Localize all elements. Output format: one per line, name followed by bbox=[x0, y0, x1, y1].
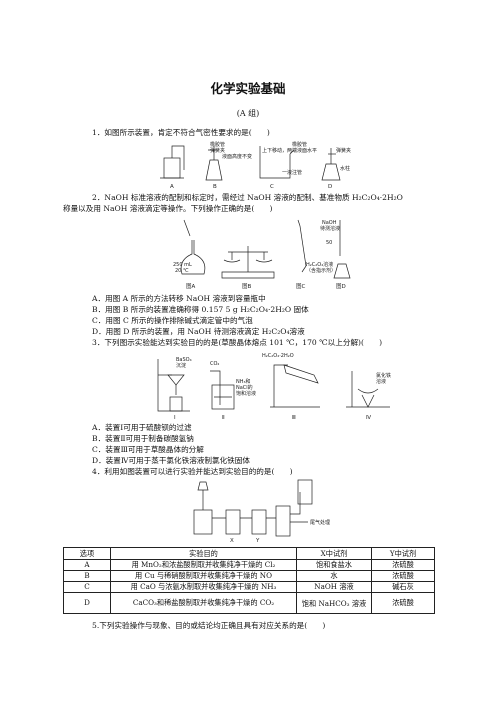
q1-note-7: 弹簧夹 bbox=[336, 147, 351, 154]
table-header-row: 选项 实验目的 X中试剂 Y中试剂 bbox=[63, 547, 435, 560]
table-cell: C bbox=[63, 581, 111, 593]
q3-figure: BaSO₄ 沉淀 CO₂ NH₃和 NaCl的 饱和溶液 H₂C₂O₄·2H₂O… bbox=[157, 353, 391, 421]
table-cell: 饱和食盐水 bbox=[296, 559, 372, 571]
table-row: A 用 MnO₂和浓盐酸制取并收集纯净干燥的 Cl₂ 饱和食盐水 浓硫酸 bbox=[63, 559, 435, 571]
q3-label-1: Ⅰ bbox=[174, 415, 176, 421]
table-cell: 碱石灰 bbox=[371, 581, 435, 593]
q1-note-5: 橡胶管 bbox=[292, 141, 307, 148]
q1-figure: 橡胶管 弹簧夹 液面高度不变 上下移动，两端液面水平 橡胶管 一液注管 弹簧夹 … bbox=[160, 141, 351, 190]
q3-label-2: Ⅱ bbox=[222, 415, 225, 421]
q3-stem: 3．下列图示实验能达到实验目的的是(草酸晶体熔点 101 ℃，170 ℃以上分解… bbox=[92, 338, 383, 347]
table-cell: 浓硫酸 bbox=[371, 570, 435, 582]
q2-note-7: 50 bbox=[326, 240, 332, 246]
q2-stem-1: 2．NaOH 标准溶液的配制和标定时，需经过 NaOH 溶液的配制、基准物质 H… bbox=[92, 193, 403, 202]
q1-note-2: 弹簧夹 bbox=[210, 147, 225, 154]
table-header-cell: Y中试剂 bbox=[371, 547, 435, 560]
q2-option-c: C．用图 C 所示的操作排除碱式滴定管中的气泡 bbox=[92, 316, 253, 325]
q2-option-a: A．用图 A 所示的方法转移 NaOH 溶液到容量瓶中 bbox=[92, 294, 266, 303]
q2-note-3: NaOH bbox=[322, 220, 337, 226]
q3-label-4: Ⅳ bbox=[366, 415, 372, 421]
table-row: D CaCO₃和稀盐酸制取并收集纯净干燥的 CO₂ 饱和 NaHCO₃ 溶液 浓… bbox=[63, 592, 435, 614]
q3-note-5: NaCl的 bbox=[236, 384, 253, 391]
table-cell: D bbox=[63, 592, 111, 614]
q4-note-tail: 尾气处理 bbox=[310, 519, 330, 526]
q1-stem: 1．如图所示装置，肯定不符合气密性要求的是( ) bbox=[92, 128, 270, 137]
q3-option-d: D．装置Ⅳ可用于蒸干氯化铁溶液制氯化铁固体 bbox=[92, 456, 250, 465]
page-title: 化学实验基础 bbox=[210, 81, 286, 96]
q2-note-2: 20 ℃ bbox=[175, 268, 189, 274]
q2-figure: 250 mL 20 ℃ NaOH 待测溶液 H₂C₂O₄溶液 （含指示剂） 50… bbox=[173, 219, 351, 290]
q2-option-d: D．用图 D 所示的装置，用 NaOH 待测溶液滴定 H₂C₂O₄溶液 bbox=[92, 327, 305, 336]
q3-note-1: BaSO₄ bbox=[176, 357, 192, 363]
table-cell: CaCO₃和稀盐酸制取并收集纯净干燥的 CO₂ bbox=[110, 592, 297, 614]
table-cell: 用 CaO 与浓氨水制取并收集纯净干燥的 NH₃ bbox=[110, 581, 297, 593]
q1-label-d: D bbox=[328, 184, 332, 190]
q1-label-a: A bbox=[170, 184, 174, 190]
table-row: C 用 CaO 与浓氨水制取并收集纯净干燥的 NH₃ NaOH 溶液 碱石灰 bbox=[63, 581, 435, 593]
q2-option-b: B．用图 B 所示的装置准确称得 0.157 5 g H₂C₂O₄·2H₂O 固… bbox=[92, 305, 309, 314]
q1-label-c: C bbox=[270, 184, 274, 190]
table-header-cell: 选项 bbox=[63, 547, 111, 560]
table-cell: 浓硫酸 bbox=[371, 592, 435, 614]
q4-figure: X Y 尾气处理 bbox=[193, 479, 330, 544]
table-cell: 用 MnO₂和浓盐酸制取并收集纯净干燥的 Cl₂ bbox=[110, 559, 297, 571]
q1-note-3: 液面高度不变 bbox=[222, 153, 252, 160]
q4-options-table: 选项 实验目的 X中试剂 Y中试剂 A 用 MnO₂和浓盐酸制取并收集纯净干燥的… bbox=[63, 547, 435, 614]
q3-note-4: NH₃和 bbox=[236, 378, 251, 385]
q2-note-1: 250 mL bbox=[173, 262, 192, 268]
q3-note-2: 沉淀 bbox=[176, 362, 186, 369]
table-cell: NaOH 溶液 bbox=[296, 581, 372, 593]
q2-stem-2: 称量以及用 NaOH 溶液滴定等操作。下列操作正确的是( ) bbox=[63, 204, 273, 213]
group-label: (A 组) bbox=[236, 109, 260, 118]
q3-label-3: Ⅲ bbox=[292, 415, 296, 421]
table-cell: 用 Cu 与稀硝酸制取并收集纯净干燥的 NO bbox=[110, 570, 297, 582]
q3-note-9: 溶液 bbox=[376, 378, 386, 385]
q1-note-4: 上下移动，两端液面水平 bbox=[262, 147, 317, 154]
table-cell: A bbox=[63, 559, 111, 571]
q3-note-7: H₂C₂O₄·2H₂O bbox=[262, 353, 294, 359]
table-row: B 用 Cu 与稀硝酸制取并收集纯净干燥的 NO 水 浓硫酸 bbox=[63, 570, 435, 582]
q3-option-b: B．装置Ⅱ可用于制备碳酸氢钠 bbox=[92, 434, 194, 443]
table-header-cell: 实验目的 bbox=[110, 547, 297, 560]
q3-option-a: A．装置Ⅰ可用于硫酸钡的过滤 bbox=[92, 423, 192, 432]
q1-note-6: 一液注管 bbox=[282, 169, 302, 176]
q4-note-y: Y bbox=[255, 538, 260, 544]
q3-option-c: C．装置Ⅲ可用于草酸晶体的分解 bbox=[92, 445, 204, 454]
q3-note-8: 氯化铁 bbox=[376, 372, 391, 379]
table-cell: 水 bbox=[296, 570, 372, 582]
q2-label-c: 图C bbox=[296, 282, 306, 290]
table-cell: 浓硫酸 bbox=[371, 559, 435, 571]
q2-note-6: （含指示剂） bbox=[306, 267, 336, 274]
q2-label-d: 图D bbox=[336, 282, 346, 290]
q5-stem: 5.下列实验操作与现象、目的或结论均正确且具有对应关系的是( ) bbox=[92, 621, 326, 630]
q1-note-1: 橡胶管 bbox=[210, 141, 225, 148]
table-cell: 饱和 NaHCO₃ 溶液 bbox=[296, 592, 372, 614]
q4-note-x: X bbox=[230, 538, 234, 544]
q4-stem: 4．利用如图装置可以进行实验并能达到实验目的的是( ) bbox=[92, 467, 293, 476]
q2-label-b: 图B bbox=[242, 282, 252, 290]
q2-label-a: 图A bbox=[186, 282, 196, 290]
q1-label-b: B bbox=[213, 184, 217, 190]
table-cell: B bbox=[63, 570, 111, 582]
q3-note-6: 饱和溶液 bbox=[236, 390, 256, 397]
q2-note-4: 待测溶液 bbox=[320, 225, 340, 232]
table-header-cell: X中试剂 bbox=[296, 547, 372, 560]
q2-note-5: H₂C₂O₄溶液 bbox=[306, 261, 333, 268]
q1-note-8: 水柱 bbox=[340, 165, 350, 172]
q3-note-3: CO₂ bbox=[210, 361, 219, 367]
